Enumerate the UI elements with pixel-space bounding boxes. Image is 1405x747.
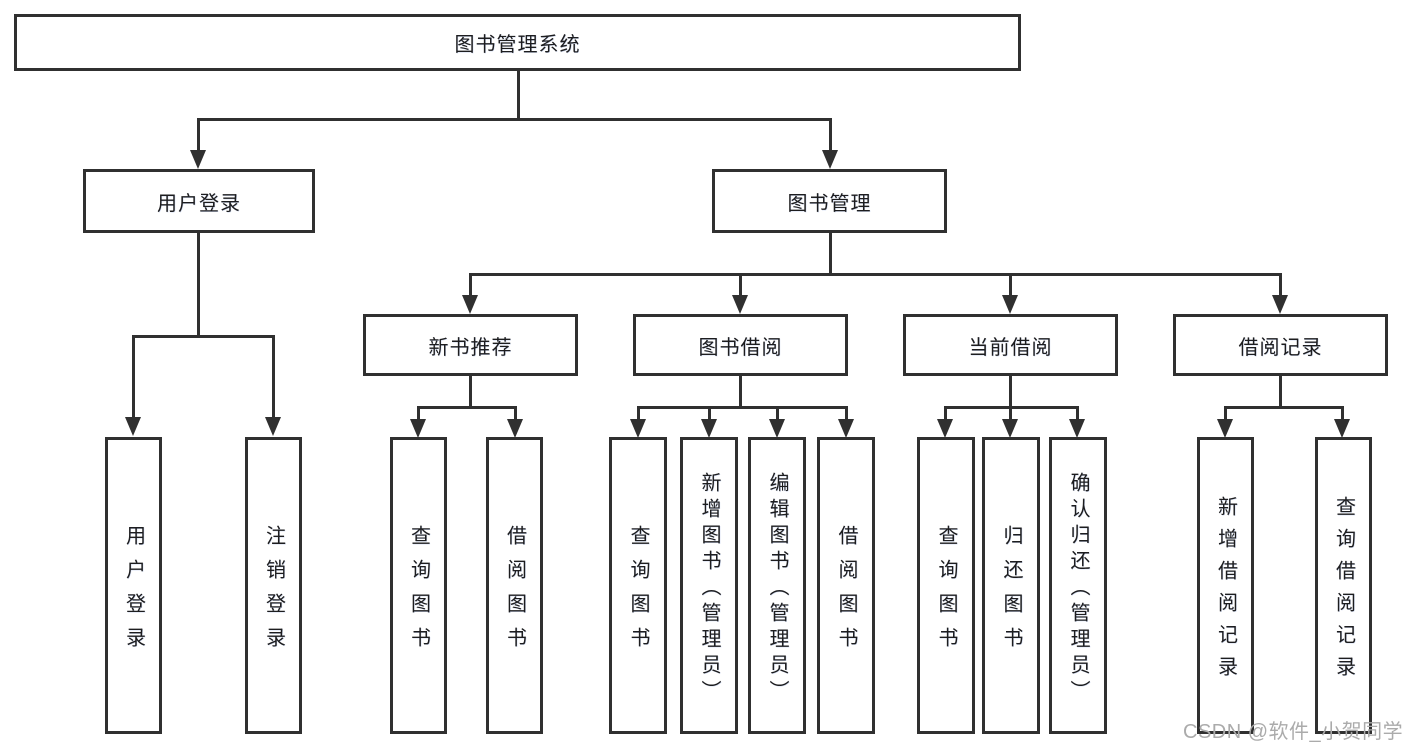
connector-line xyxy=(739,376,742,406)
connector-line xyxy=(1224,406,1344,409)
arrow-down-icon xyxy=(1334,419,1350,438)
arrow-down-icon xyxy=(265,417,281,436)
arrow-down-icon xyxy=(125,417,141,436)
leaf-query-books-1-label: 查询图书 xyxy=(407,524,430,661)
leaf-return-book-label: 归还图书 xyxy=(1000,524,1022,661)
node-user-login: 用户登录 xyxy=(83,169,315,233)
node-book-borrow: 图书借阅 xyxy=(633,314,848,376)
arrow-down-icon xyxy=(1069,419,1085,438)
connector-line xyxy=(1009,273,1012,297)
arrow-down-icon xyxy=(462,295,478,314)
leaf-add-book-admin-label: 新增图书（管理员） xyxy=(698,471,720,706)
arrow-down-icon xyxy=(1217,419,1233,438)
leaf-query-books-3: 查询图书 xyxy=(917,437,975,734)
node-book-management-label: 图书管理 xyxy=(787,192,872,215)
arrow-down-icon xyxy=(1272,295,1288,314)
connector-line xyxy=(637,406,640,420)
connector-line xyxy=(944,406,947,420)
leaf-logout-label: 注销登录 xyxy=(262,524,285,661)
leaf-query-books-2: 查询图书 xyxy=(609,437,667,734)
connector-line xyxy=(197,233,200,335)
connector-line xyxy=(1009,376,1012,406)
connector-line xyxy=(1341,406,1344,420)
connector-line xyxy=(829,118,832,151)
leaf-confirm-return-admin-label: 确认归还（管理员） xyxy=(1067,471,1089,706)
connector-line xyxy=(845,406,848,420)
arrow-down-icon xyxy=(630,419,646,438)
connector-line xyxy=(469,273,472,297)
leaf-edit-book-admin: 编辑图书（管理员） xyxy=(748,437,806,734)
leaf-edit-book-admin-label: 编辑图书（管理员） xyxy=(766,471,788,706)
connector-line xyxy=(1279,376,1282,406)
leaf-query-books-3-label: 查询图书 xyxy=(935,524,957,661)
leaf-query-borrow-record: 查询借阅记录 xyxy=(1315,437,1372,734)
connector-line xyxy=(1009,406,1012,420)
arrow-down-icon xyxy=(507,419,523,438)
connector-line xyxy=(739,273,742,297)
arrow-down-icon xyxy=(1002,295,1018,314)
connector-line xyxy=(1224,406,1227,420)
node-borrow-records-label: 借阅记录 xyxy=(1238,336,1323,359)
connector-line xyxy=(197,118,832,121)
leaf-add-book-admin: 新增图书（管理员） xyxy=(680,437,738,734)
arrow-down-icon xyxy=(732,295,748,314)
leaf-return-book: 归还图书 xyxy=(982,437,1040,734)
leaf-add-borrow-record: 新增借阅记录 xyxy=(1197,437,1254,734)
arrow-down-icon xyxy=(937,419,953,438)
node-book-management: 图书管理 xyxy=(712,169,947,233)
connector-line xyxy=(132,335,275,338)
leaf-borrow-books-2-label: 借阅图书 xyxy=(835,524,857,661)
leaf-confirm-return-admin: 确认归还（管理员） xyxy=(1049,437,1107,734)
connector-line xyxy=(132,335,135,418)
leaf-user-login: 用户登录 xyxy=(105,437,162,734)
arrow-down-icon xyxy=(822,150,838,169)
connector-line xyxy=(829,233,832,273)
connector-line xyxy=(469,376,472,406)
connector-line xyxy=(417,406,420,420)
leaf-query-books-2-label: 查询图书 xyxy=(627,524,649,661)
connector-line xyxy=(197,118,200,151)
leaf-user-login-label: 用户登录 xyxy=(122,524,145,661)
leaf-query-borrow-record-label: 查询借阅记录 xyxy=(1332,495,1355,688)
connector-line xyxy=(514,406,517,420)
arrow-down-icon xyxy=(769,419,785,438)
connector-line xyxy=(708,406,711,420)
connector-line xyxy=(1279,273,1282,297)
arrow-down-icon xyxy=(190,150,206,169)
csdn-watermark: CSDN @软件_小贺同学 xyxy=(1183,721,1404,743)
arrow-down-icon xyxy=(410,419,426,438)
connector-line xyxy=(637,406,847,409)
node-new-book-recommend-label: 新书推荐 xyxy=(428,336,513,359)
node-book-borrow-label: 图书借阅 xyxy=(698,336,783,359)
arrow-down-icon xyxy=(1002,419,1018,438)
leaf-borrow-books-1-label: 借阅图书 xyxy=(503,524,526,661)
leaf-borrow-books-1: 借阅图书 xyxy=(486,437,543,734)
connector-line xyxy=(517,71,520,118)
node-new-book-recommend: 新书推荐 xyxy=(363,314,578,376)
connector-line xyxy=(417,406,517,409)
node-root-system: 图书管理系统 xyxy=(14,14,1021,71)
leaf-query-books-1: 查询图书 xyxy=(390,437,447,734)
connector-line xyxy=(272,335,275,418)
node-current-borrow: 当前借阅 xyxy=(903,314,1118,376)
arrow-down-icon xyxy=(701,419,717,438)
connector-line xyxy=(1076,406,1079,420)
node-user-login-label: 用户登录 xyxy=(157,192,241,215)
node-current-borrow-label: 当前借阅 xyxy=(968,336,1053,359)
leaf-logout: 注销登录 xyxy=(245,437,302,734)
node-borrow-records: 借阅记录 xyxy=(1173,314,1388,376)
node-root-label: 图书管理系统 xyxy=(454,34,581,56)
connector-line xyxy=(469,273,1281,276)
leaf-borrow-books-2: 借阅图书 xyxy=(817,437,875,734)
arrow-down-icon xyxy=(838,419,854,438)
leaf-add-borrow-record-label: 新增借阅记录 xyxy=(1214,495,1237,688)
connector-line xyxy=(776,406,779,420)
